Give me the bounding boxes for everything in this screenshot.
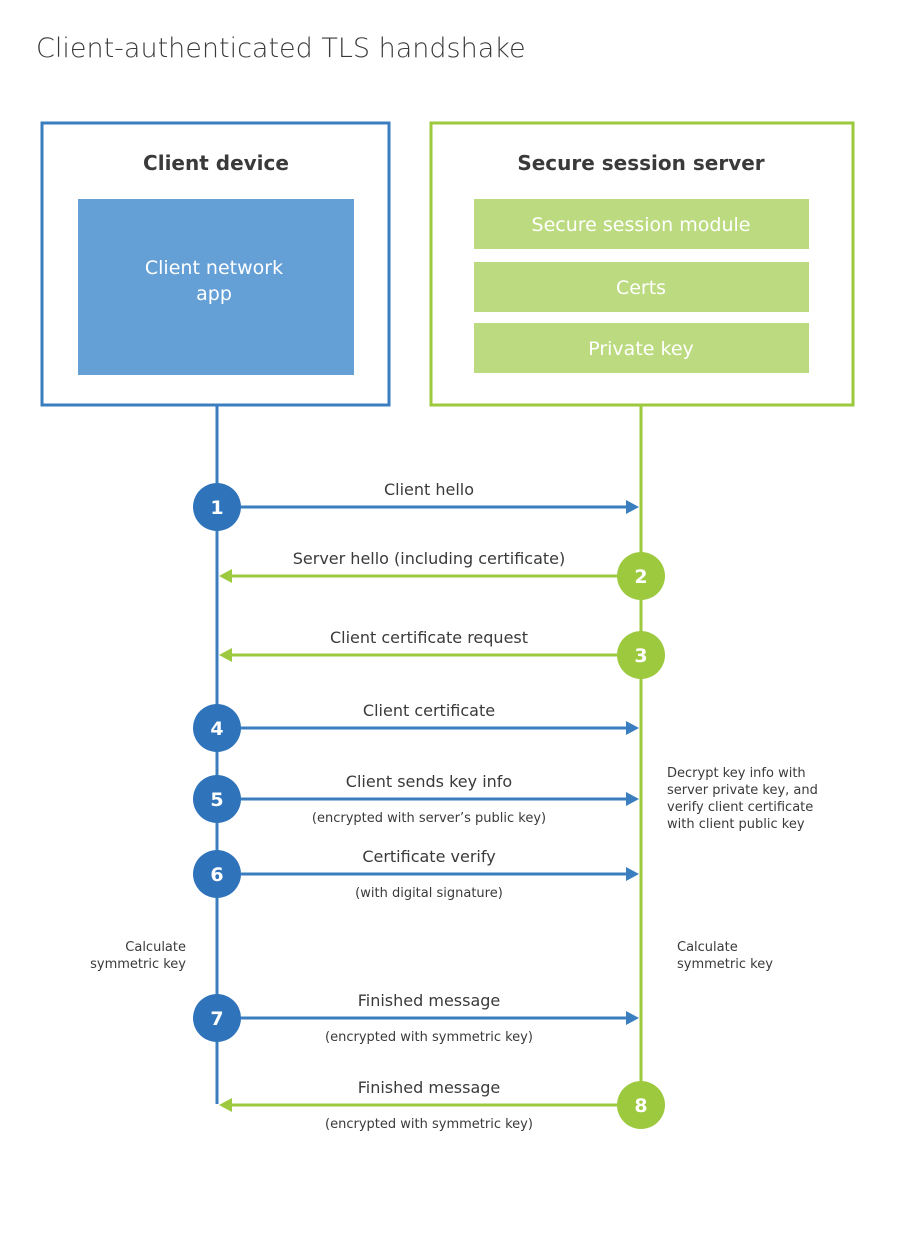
step-label: Client sends key info: [346, 772, 512, 791]
step-number: 3: [634, 645, 647, 667]
step-4: 4 Client certificate: [193, 701, 639, 752]
arrowhead-right-icon: [626, 867, 639, 881]
step-number-badge: [193, 775, 241, 823]
step-5: 5 Client sends key info (encrypted with se…: [193, 772, 639, 826]
step-6: 6 Certificate verify (with digital signatu…: [193, 847, 639, 901]
step-7: 7 Finished message (encrypted with symmetr…: [193, 991, 639, 1045]
secure-session-module-label: Secure session module: [532, 214, 751, 236]
step-label: Finished message: [358, 991, 501, 1010]
step-number-badge: [193, 994, 241, 1042]
step-sublabel: (encrypted with symmetric key): [325, 1117, 533, 1132]
step-label: Finished message: [358, 1078, 501, 1097]
step-8: 8 Finished message (encrypted with symmetr…: [219, 1078, 665, 1132]
client-device-title: Client device: [143, 151, 289, 175]
arrowhead-left-icon: [219, 1098, 232, 1112]
diagram-title: Client-authenticated TLS handshake: [36, 33, 526, 64]
step-number: 4: [210, 718, 223, 740]
step-label: Client hello: [384, 480, 474, 499]
note-line: Calculate: [125, 940, 186, 955]
step-3: 3 Client certificate request: [219, 628, 665, 679]
step-2: 2 Server hello (including certificate): [219, 549, 665, 600]
step-number-badge: [617, 631, 665, 679]
private-key-box: [474, 323, 809, 373]
step-number: 5: [210, 789, 223, 811]
server-calc-note: Calculate symmetric key: [677, 940, 773, 972]
client-app-line-2: app: [196, 283, 232, 305]
step-number-badge: [193, 850, 241, 898]
server-decrypt-note: Decrypt key info with server private key…: [667, 766, 818, 832]
note-line: symmetric key: [90, 957, 186, 972]
certs-label: Certs: [616, 277, 666, 299]
arrowhead-right-icon: [626, 792, 639, 806]
step-number: 1: [210, 497, 223, 519]
arrowhead-right-icon: [626, 721, 639, 735]
step-number-badge: [617, 1081, 665, 1129]
step-sublabel: (with digital signature): [355, 886, 503, 901]
step-label: Certificate verify: [362, 847, 495, 866]
note-line: symmetric key: [677, 957, 773, 972]
step-number: 8: [634, 1095, 647, 1117]
handshake-steps: 1 Client hello 2 Server hello (including ce…: [193, 480, 665, 1132]
client-app-line-1: Client network: [145, 257, 283, 279]
note-line: Decrypt key info with: [667, 766, 806, 781]
step-1: 1 Client hello: [193, 480, 639, 531]
note-line: server private key, and: [667, 783, 818, 798]
arrowhead-left-icon: [219, 648, 232, 662]
client-network-app-box: [78, 199, 354, 375]
arrowhead-right-icon: [626, 500, 639, 514]
private-key-label: Private key: [588, 338, 694, 360]
arrowhead-right-icon: [626, 1011, 639, 1025]
note-line: with client public key: [667, 817, 805, 832]
server-title: Secure session server: [517, 151, 764, 175]
step-number: 7: [210, 1008, 223, 1030]
arrowhead-left-icon: [219, 569, 232, 583]
certs-box: [474, 262, 809, 312]
note-line: Calculate: [677, 940, 738, 955]
step-label: Client certificate: [363, 701, 495, 720]
step-number-badge: [193, 483, 241, 531]
step-sublabel: (encrypted with symmetric key): [325, 1030, 533, 1045]
note-line: verify client certificate: [667, 800, 813, 815]
step-label: Client certificate request: [330, 628, 528, 647]
client-calc-note: Calculate symmetric key: [90, 940, 186, 972]
secure-session-module-box: [474, 199, 809, 249]
step-sublabel: (encrypted with server’s public key): [312, 811, 546, 826]
step-number: 2: [634, 566, 647, 588]
step-number-badge: [193, 704, 241, 752]
step-number: 6: [210, 864, 223, 886]
step-number-badge: [617, 552, 665, 600]
step-label: Server hello (including certificate): [293, 549, 565, 568]
